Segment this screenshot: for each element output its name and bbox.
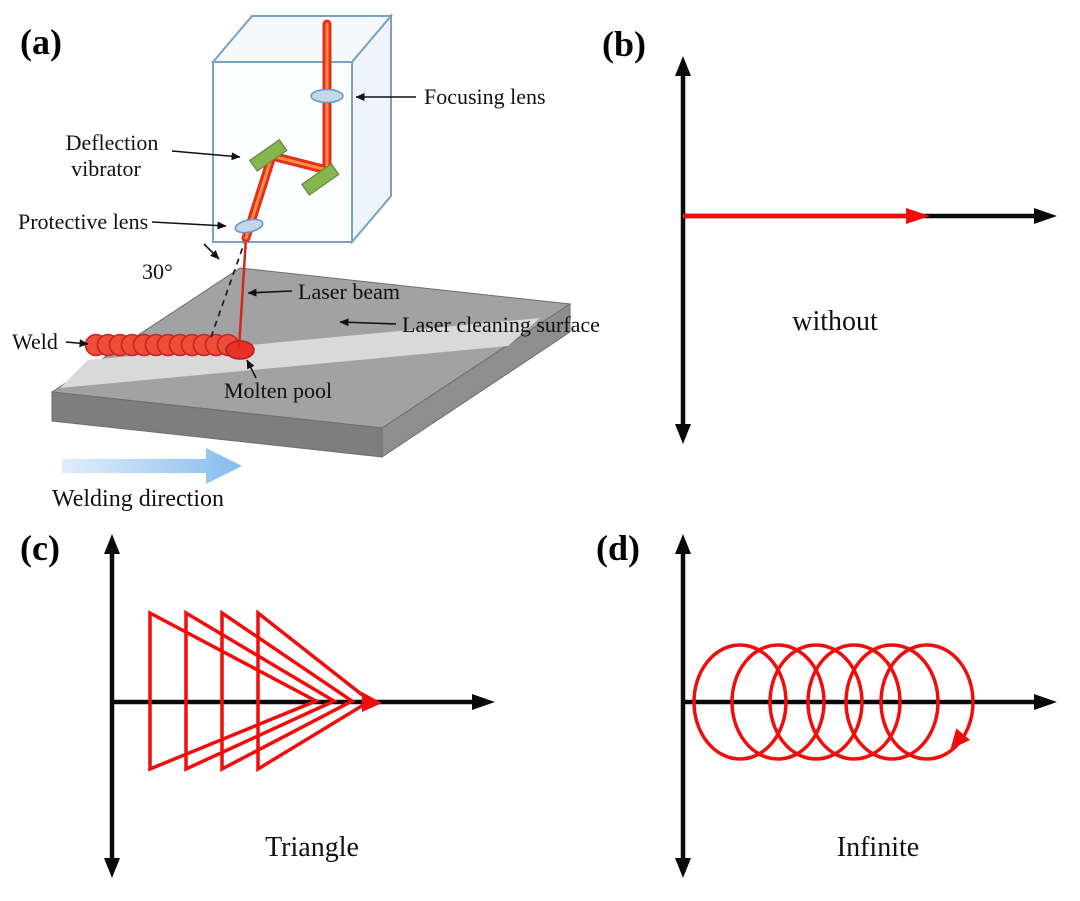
laser-beam-leader — [247, 288, 293, 297]
panel-c-right-arrowhead — [472, 694, 495, 710]
loop-3 — [768, 643, 864, 761]
triangle-2 — [184, 609, 338, 772]
triangle-4 — [256, 609, 374, 773]
panel-d-up-arrowhead — [675, 534, 691, 554]
deflection-label-line1: Deflection — [66, 130, 159, 155]
panel-c: (c) Triangle — [20, 528, 495, 878]
without-vector-arrowhead — [906, 208, 930, 224]
cleaning-surface-leader — [339, 318, 397, 327]
welding-direction-label: Welding direction — [52, 486, 224, 512]
deflection-label-line2: vibrator — [71, 156, 141, 181]
deflection-vibrator-left — [248, 138, 288, 172]
welding-direction-arrow — [62, 448, 242, 484]
panel-c-label: (c) — [20, 528, 60, 568]
panel-b-down-arrowhead — [675, 424, 691, 444]
focusing-lens-label: Focusing lens — [424, 84, 546, 109]
panel-b-label: (b) — [602, 24, 646, 64]
weld-leader — [65, 339, 89, 348]
weld-bead — [84, 333, 240, 357]
triangle-1 — [148, 610, 321, 772]
scanner-head-box — [210, 13, 394, 245]
panel-a: (a) — [12, 13, 600, 512]
panel-d-down-arrowhead — [675, 858, 691, 878]
angle-label: 30° — [142, 259, 173, 284]
incidence-geometry: 30° — [142, 237, 248, 349]
triangle-oscillation-path — [148, 609, 382, 773]
protective-lens-shape — [234, 218, 264, 234]
deflection-vibrator-leader — [171, 150, 241, 161]
triangle-3 — [220, 609, 356, 772]
focusing-lens-shape — [310, 88, 344, 104]
panel-b-caption: without — [792, 306, 878, 337]
angle-indicator-arrow — [203, 243, 220, 260]
panel-d-label: (d) — [596, 528, 640, 568]
workpiece-plate — [50, 267, 572, 458]
loop-2 — [730, 643, 826, 761]
panel-d-right-arrowhead — [1034, 694, 1057, 710]
cleaning-surface-label: Laser cleaning surface — [402, 312, 600, 337]
laser-beam-thin-line — [237, 237, 248, 349]
loop-5 — [844, 643, 940, 761]
panel-b-up-arrowhead — [675, 56, 691, 76]
loop-1 — [692, 643, 788, 761]
vertical-reference-dashed-line — [209, 237, 247, 341]
panel-a-label: (a) — [20, 22, 62, 62]
molten-pool-label: Molten pool — [224, 378, 332, 403]
loop-4 — [806, 643, 902, 761]
laser-beam-label: Laser beam — [298, 279, 400, 304]
infinite-path-arrowhead — [950, 728, 971, 750]
protective-lens-label: Protective lens — [18, 209, 148, 234]
laser-cleaned-band — [60, 318, 540, 388]
triangle-path-arrowhead — [362, 692, 382, 712]
panel-b-right-arrowhead — [1034, 208, 1057, 224]
infinite-oscillation-path — [692, 643, 975, 761]
panel-c-up-arrowhead — [104, 534, 120, 554]
panel-a-annotations: Focusing lens Deflection vibrator Protec… — [12, 84, 600, 403]
panel-c-down-arrowhead — [104, 858, 120, 878]
molten-pool-leader — [246, 359, 257, 379]
protective-lens-leader — [151, 221, 227, 230]
welding-direction: Welding direction — [52, 448, 242, 512]
panel-d-caption: Infinite — [837, 832, 919, 863]
panel-c-caption: Triangle — [265, 832, 359, 863]
panel-d: (d) Infinite — [596, 528, 1057, 878]
deflection-vibrator-right — [300, 162, 340, 196]
weld-label: Weld — [12, 329, 58, 354]
panel-b: (b) without — [602, 24, 1057, 444]
loop-6 — [879, 643, 975, 761]
